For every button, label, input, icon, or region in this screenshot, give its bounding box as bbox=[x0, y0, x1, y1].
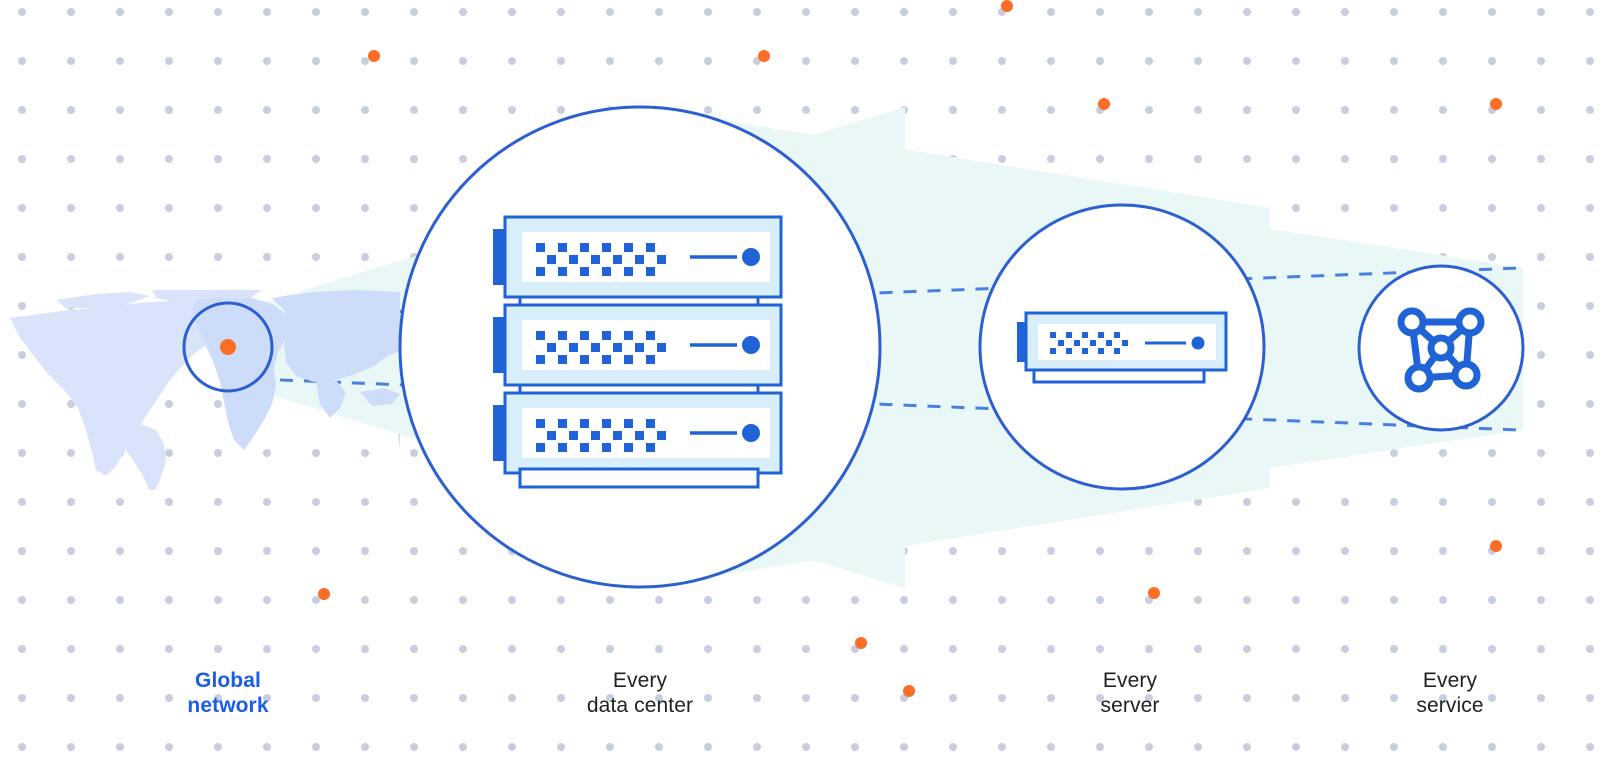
label-global-network: Global network bbox=[187, 669, 269, 717]
data-center-circle bbox=[398, 105, 882, 589]
server-unit-1 bbox=[493, 215, 783, 299]
server-circle bbox=[978, 203, 1266, 491]
label-every-data-center: Every data center bbox=[586, 669, 694, 717]
accent-dots bbox=[318, 0, 1502, 697]
server-unit-base bbox=[1032, 368, 1206, 384]
stage-circles bbox=[398, 105, 1525, 589]
global-network-marker bbox=[182, 301, 274, 393]
label-every-server: Every server bbox=[1100, 669, 1160, 717]
server-unit-3 bbox=[493, 391, 783, 475]
network-nodes-icon bbox=[1397, 307, 1485, 393]
label-every-service: Every service bbox=[1416, 669, 1484, 717]
server-rack-icon bbox=[493, 215, 783, 489]
service-circle bbox=[1357, 264, 1525, 432]
server-unit-2 bbox=[493, 303, 783, 387]
server-unit-icon bbox=[1017, 311, 1228, 384]
world-map-icon bbox=[10, 290, 400, 490]
server-rack-base bbox=[518, 467, 760, 489]
